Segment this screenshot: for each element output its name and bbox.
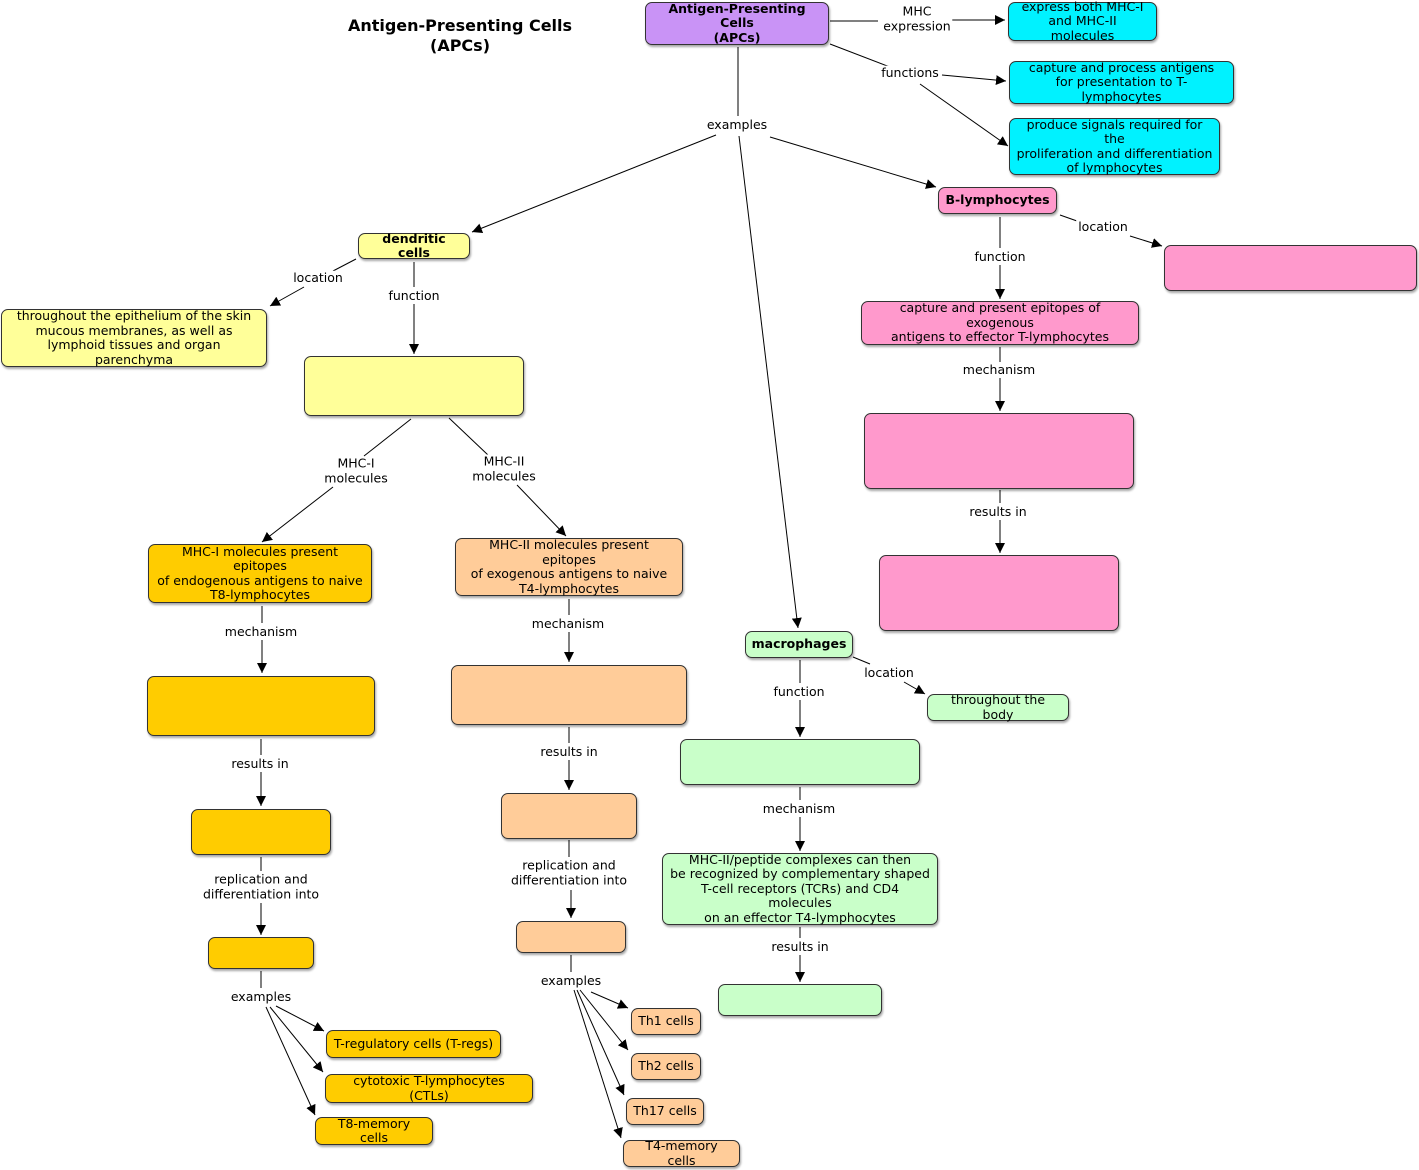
node-treg[interactable]: T-regulatory cells (T-regs) <box>326 1030 501 1058</box>
link-mhc-expression: MHC expression <box>881 3 953 34</box>
node-dendritic-cells[interactable]: dendritic cells <box>358 231 470 260</box>
edge-mhc1-in <box>363 418 412 457</box>
link-dendritic-location: location <box>291 269 345 286</box>
node-mac-results[interactable] <box>718 984 882 1016</box>
node-mhc2-present[interactable]: MHC-II molecules present epitopes of exo… <box>455 537 683 596</box>
node-dendritic-location[interactable]: throughout the epithelium of the skin mu… <box>1 308 267 367</box>
node-b-function[interactable]: capture and present epitopes of exogenou… <box>861 301 1139 345</box>
edge-examples-t8mem <box>265 1006 316 1116</box>
node-dendritic-function[interactable] <box>304 356 524 416</box>
edge-mhc2-out <box>516 484 567 537</box>
edge-examples-th1 <box>590 991 629 1009</box>
link-mac-function: function <box>771 683 827 700</box>
node-th17[interactable]: Th17 cells <box>626 1098 704 1125</box>
edge-dendritic-location-in <box>332 258 357 272</box>
edge-mhc1-out <box>261 486 334 543</box>
link-mac-location: location <box>862 664 916 681</box>
edge-functions-signals <box>919 83 1009 147</box>
link-mhc1-examples: examples <box>228 988 294 1005</box>
node-mhc1-present[interactable]: MHC-I molecules present epitopes of endo… <box>148 544 372 603</box>
edge-root-functions <box>829 43 891 68</box>
node-macrophages[interactable]: macrophages <box>745 631 853 658</box>
node-t8-memory[interactable]: T8-memory cells <box>315 1116 433 1145</box>
node-produce-signals[interactable]: produce signals required for the prolife… <box>1009 117 1220 175</box>
link-mhc2-results: results in <box>538 743 600 760</box>
edge-mhc2-in <box>448 417 489 456</box>
link-mac-results: results in <box>769 938 831 955</box>
node-b-mechanism[interactable] <box>864 413 1134 489</box>
node-b-results[interactable] <box>879 555 1119 631</box>
link-mhc1-molecules: MHC-I molecules <box>322 455 390 486</box>
node-capture-process[interactable]: capture and process antigens for present… <box>1009 60 1234 104</box>
link-b-results: results in <box>967 503 1029 520</box>
node-th1[interactable]: Th1 cells <box>631 1008 701 1035</box>
edge-examples-macrophages <box>738 135 802 629</box>
diagram-title: Antigen-Presenting Cells (APCs) <box>347 16 573 55</box>
edge-examples-treg <box>275 1005 325 1032</box>
node-b-lymphocytes[interactable]: B-lymphocytes <box>938 187 1057 214</box>
edge-examples-b <box>769 136 937 189</box>
link-mhc1-results: results in <box>229 755 291 772</box>
link-examples-main: examples <box>704 116 770 133</box>
edge-examples-dendritic <box>471 134 717 233</box>
node-t4-memory[interactable]: T4-memory cells <box>623 1138 740 1167</box>
link-dendritic-function: function <box>386 287 442 304</box>
node-mac-location[interactable]: throughout the body <box>927 692 1069 721</box>
node-mhc-both[interactable]: express both MHC-I and MHC-II molecules <box>1008 0 1157 43</box>
edge-mac-location-in <box>852 656 871 665</box>
edge-functions-capture <box>941 74 1007 86</box>
edge-examples-ctl <box>269 1006 324 1073</box>
link-mhc2-molecules: MHC-II molecules <box>470 453 538 484</box>
link-functions: functions <box>879 64 941 81</box>
link-b-mechanism: mechanism <box>960 361 1038 378</box>
node-mac-function[interactable] <box>680 739 920 785</box>
link-mhc1-replication: replication and differentiation into <box>200 871 322 902</box>
node-mac-mechanism[interactable]: MHC-II/peptide complexes can then be rec… <box>662 852 938 925</box>
edge-dendritic-location-out <box>269 286 305 307</box>
edge-b-location-out <box>1129 235 1163 248</box>
node-b-location[interactable] <box>1164 245 1417 291</box>
node-apcs-root[interactable]: Antigen-Presenting Cells (APCs) <box>645 1 829 45</box>
node-th2[interactable]: Th2 cells <box>631 1053 701 1080</box>
node-mhc1-differentiation[interactable] <box>208 937 314 969</box>
link-mhc1-mechanism: mechanism <box>222 623 300 640</box>
link-mhc2-examples: examples <box>538 972 604 989</box>
node-ctl[interactable]: cytotoxic T-lymphocytes (CTLs) <box>325 1073 533 1103</box>
edge-examples-th17 <box>576 989 625 1096</box>
edge-b-location-in <box>1059 214 1078 222</box>
link-b-location: location <box>1076 218 1130 235</box>
node-mhc2-differentiation[interactable] <box>516 921 626 953</box>
node-mhc1-results[interactable] <box>191 809 331 855</box>
edge-examples-t4mem <box>573 989 623 1139</box>
link-mhc2-mechanism: mechanism <box>529 615 607 632</box>
link-mac-mechanism: mechanism <box>760 800 838 817</box>
link-b-function: function <box>972 248 1028 265</box>
node-mhc2-results[interactable] <box>501 793 637 839</box>
node-mhc2-mechanism[interactable] <box>451 665 687 725</box>
edge-examples-th2 <box>579 989 629 1051</box>
node-mhc1-mechanism[interactable] <box>147 676 375 736</box>
link-mhc2-replication: replication and differentiation into <box>508 857 630 888</box>
edge-mac-location-out <box>903 681 926 695</box>
